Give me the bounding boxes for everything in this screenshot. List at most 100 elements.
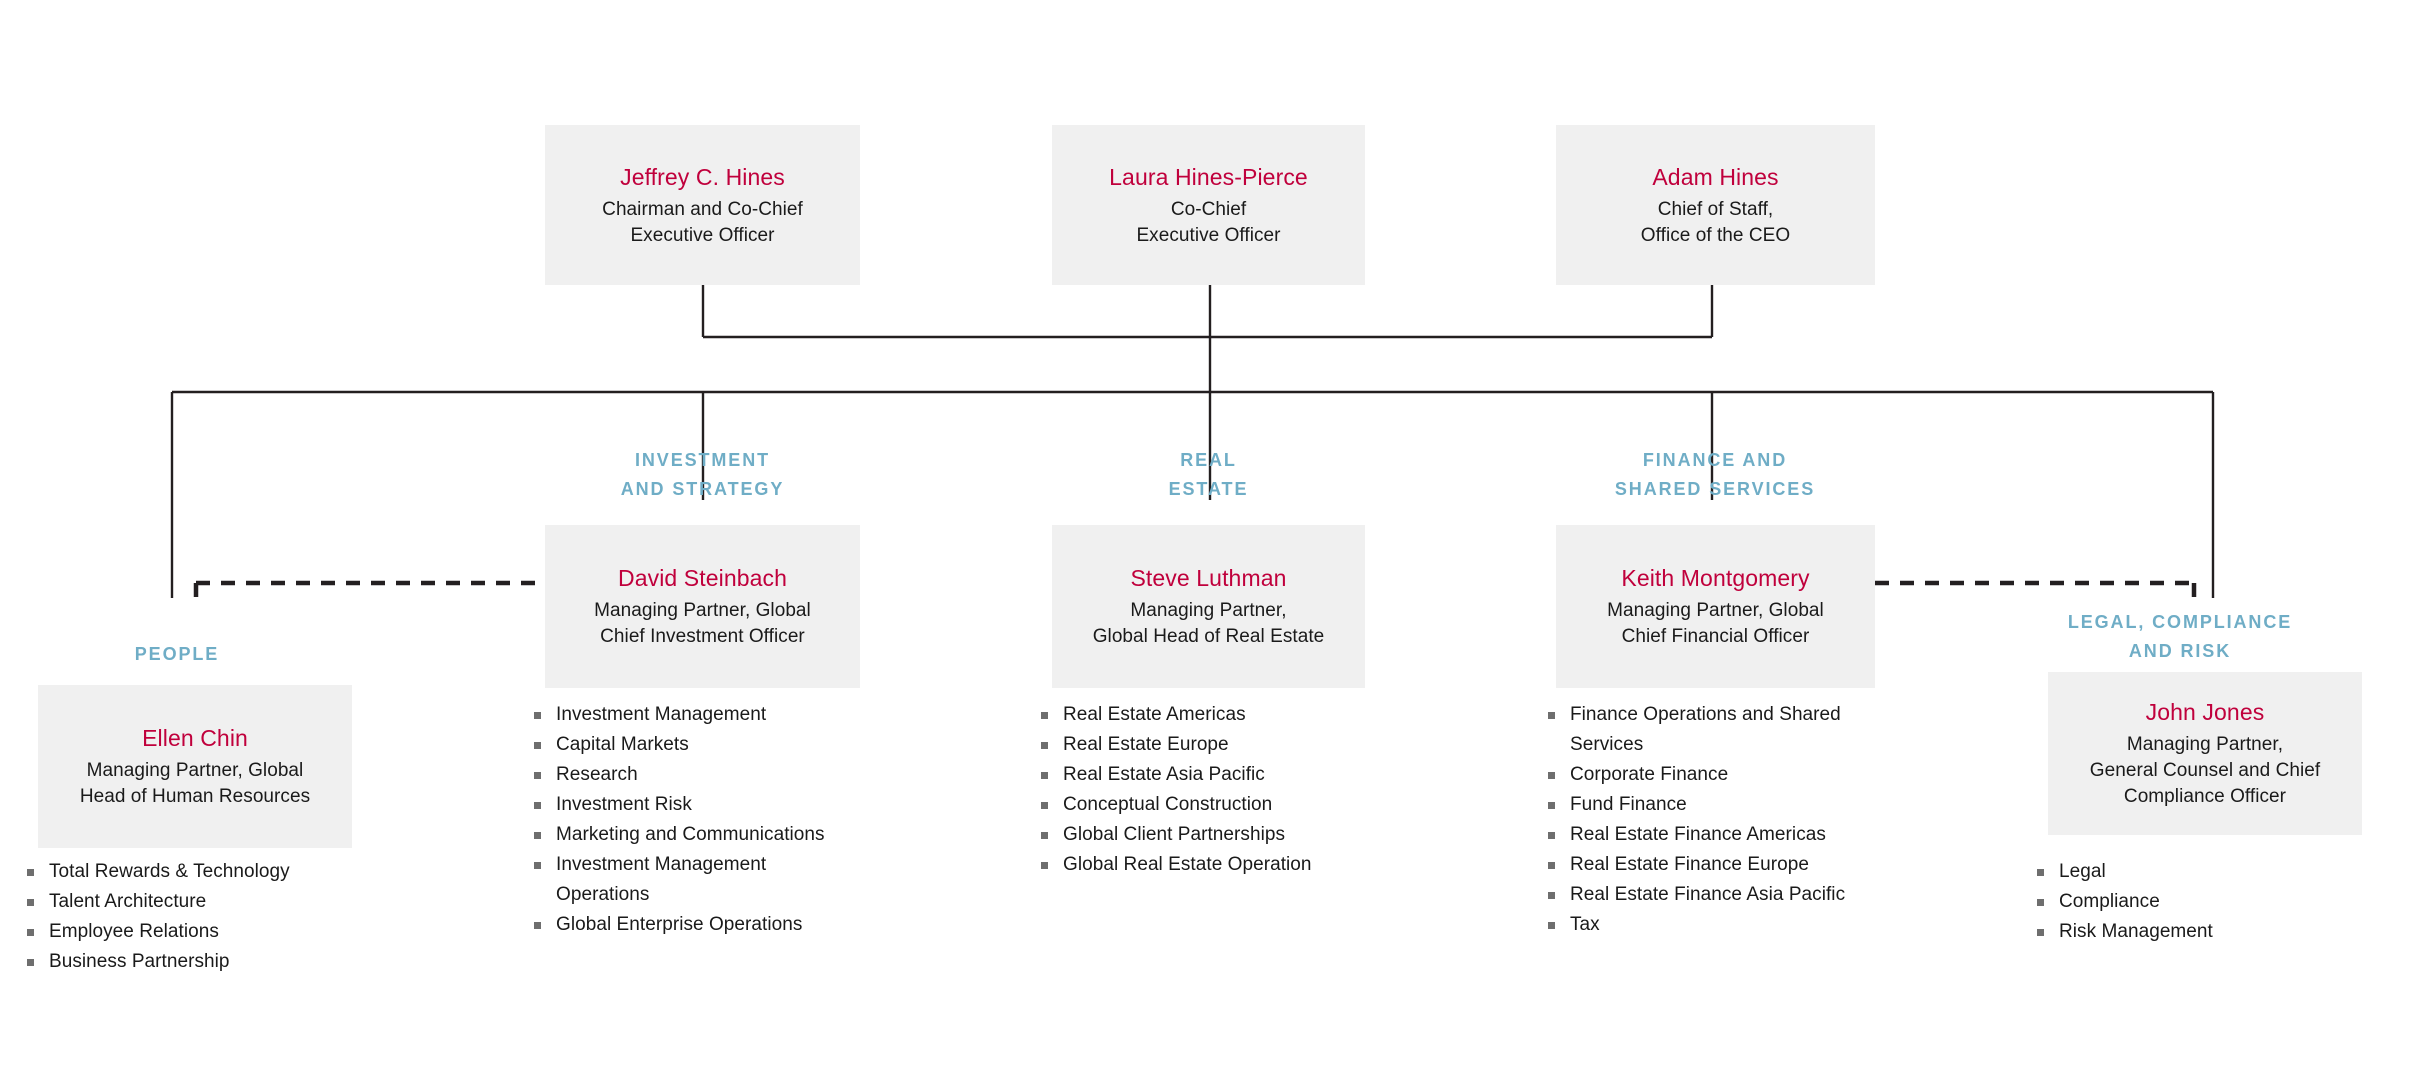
square-bullet-icon [1548,772,1555,779]
person-title-line1: Chief of Staff, [1657,198,1774,220]
division-label-line2: SHARED SERVICES [1614,479,1816,499]
function-list-item-label: Corporate Finance [1570,764,1729,785]
function-list-item-label: Capital Markets [556,734,689,755]
leader-card-david-steinbach[interactable]: David Steinbach Managing Partner, Global… [545,525,860,688]
person-title: Managing Partner, Global Chief Investmen… [594,598,811,650]
division-label-line1: PEOPLE [134,644,220,664]
person-title: Chairman and Co-Chief Executive Officer [602,197,803,249]
function-list-item: Conceptual Construction [1038,790,1368,820]
function-list-item-label: Conceptual Construction [1063,794,1273,815]
person-title-line3: Compliance Officer [2123,786,2287,807]
square-bullet-icon [1041,742,1048,749]
function-list-item-label: Real Estate Finance Europe [1570,854,1809,875]
person-name: Keith Montgomery [1621,565,1810,591]
function-list-item: Investment Management [531,700,861,730]
function-list-item: Real Estate Finance Americas [1545,820,1895,850]
function-list-item-label: Investment Management [556,704,767,725]
function-list-item-label: Global Client Partnerships [1063,824,1286,845]
square-bullet-icon [1548,922,1555,929]
exec-card-laura-hines-pierce[interactable]: Laura Hines-Pierce Co-Chief Executive Of… [1052,125,1365,285]
square-bullet-icon [27,869,34,876]
person-title-line2: Chief Financial Officer [1621,626,1810,647]
square-bullet-icon [1041,712,1048,719]
square-bullet-icon [1041,832,1048,839]
person-title-line1: Managing Partner, Global [86,760,304,781]
dashed-connector-legal [1875,580,2197,602]
square-bullet-icon [534,862,541,869]
function-list-item-label: Global Real Estate Operation [1063,854,1312,875]
leader-card-ellen-chin[interactable]: Ellen Chin Managing Partner, Global Head… [38,685,352,848]
exec-card-jeffrey-hines[interactable]: Jeffrey C. Hines Chairman and Co-Chief E… [545,125,860,285]
square-bullet-icon [534,922,541,929]
square-bullet-icon [1041,772,1048,779]
square-bullet-icon [534,742,541,749]
function-list-item: Investment Management Operations [531,850,861,910]
person-title-line1: Managing Partner, [2126,734,2284,755]
dashed-connector-people [193,580,545,602]
person-title-line2: Office of the CEO [1640,224,1791,246]
person-title-line1: Managing Partner, Global [1607,600,1824,621]
person-name: David Steinbach [618,565,787,591]
leader-card-keith-montgomery[interactable]: Keith Montgomery Managing Partner, Globa… [1556,525,1875,688]
square-bullet-icon [1548,802,1555,809]
function-list-item: Global Client Partnerships [1038,820,1368,850]
function-list-item: Legal [2034,857,2364,887]
function-list-item-label: Tax [1570,914,1600,935]
function-list-item-label: Real Estate Europe [1063,734,1229,755]
function-list-item-label: Risk Management [2059,921,2213,942]
function-list-item-label: Real Estate Finance Americas [1570,824,1826,845]
function-list-item-label: Marketing and Communications [556,824,825,845]
function-list-item-label: Real Estate Asia Pacific [1063,764,1265,785]
person-title-line2: Chief Investment Officer [600,626,805,647]
function-list-item: Real Estate Americas [1038,700,1368,730]
person-title-line1: Co-Chief [1170,198,1247,220]
function-list-item: Talent Architecture [24,887,354,917]
function-list-item: Tax [1545,910,1895,940]
person-title-line1: Chairman and Co-Chief [602,198,803,220]
function-list-item: Real Estate Asia Pacific [1038,760,1368,790]
square-bullet-icon [2037,869,2044,876]
square-bullet-icon [2037,899,2044,906]
function-list-item-label: Research [556,764,638,785]
square-bullet-icon [534,712,541,719]
division-label-line2: AND STRATEGY [620,479,785,499]
square-bullet-icon [534,832,541,839]
division-label-legal-compliance-and-risk: LEGAL, COMPLIANCE AND RISK [2010,608,2350,666]
square-bullet-icon [1548,832,1555,839]
square-bullet-icon [1548,712,1555,719]
division-label-line1: INVESTMENT [634,450,770,470]
division-label-line1: FINANCE AND [1642,450,1788,470]
function-list-item: Marketing and Communications [531,820,861,850]
square-bullet-icon [1041,802,1048,809]
function-list-item: Research [531,760,861,790]
function-list-item-label: Investment Risk [556,794,692,815]
function-list-item: Fund Finance [1545,790,1895,820]
function-list-item: Global Enterprise Operations [531,910,861,940]
division-label-line2: ESTATE [1168,479,1249,499]
leader-card-steve-luthman[interactable]: Steve Luthman Managing Partner, Global H… [1052,525,1365,688]
person-title-line2: Executive Officer [1136,224,1281,246]
function-list-item-label: Business Partnership [49,951,230,972]
function-list-item-label: Talent Architecture [49,891,207,912]
person-title: Co-Chief Executive Officer [1136,197,1280,249]
person-title: Managing Partner, Global Chief Financial… [1607,598,1824,650]
square-bullet-icon [27,899,34,906]
division-label-real-estate: REAL ESTATE [1052,446,1365,504]
leader-card-john-jones[interactable]: John Jones Managing Partner, General Cou… [2048,672,2362,835]
function-list-item-label: Fund Finance [1570,794,1687,815]
function-list-item-label: Real Estate Americas [1063,704,1246,725]
function-list-item-label: Investment Management Operations [556,854,767,905]
function-list-item: Total Rewards & Technology [24,857,354,887]
function-list-item: Corporate Finance [1545,760,1895,790]
division-label-line1: LEGAL, COMPLIANCE [2067,612,2293,632]
function-list-item: Global Real Estate Operation [1038,850,1368,880]
person-name: Ellen Chin [142,725,248,751]
division-label-people: PEOPLE [20,640,334,669]
exec-card-adam-hines[interactable]: Adam Hines Chief of Staff, Office of the… [1556,125,1875,285]
person-title-line2: Executive Officer [630,224,775,246]
